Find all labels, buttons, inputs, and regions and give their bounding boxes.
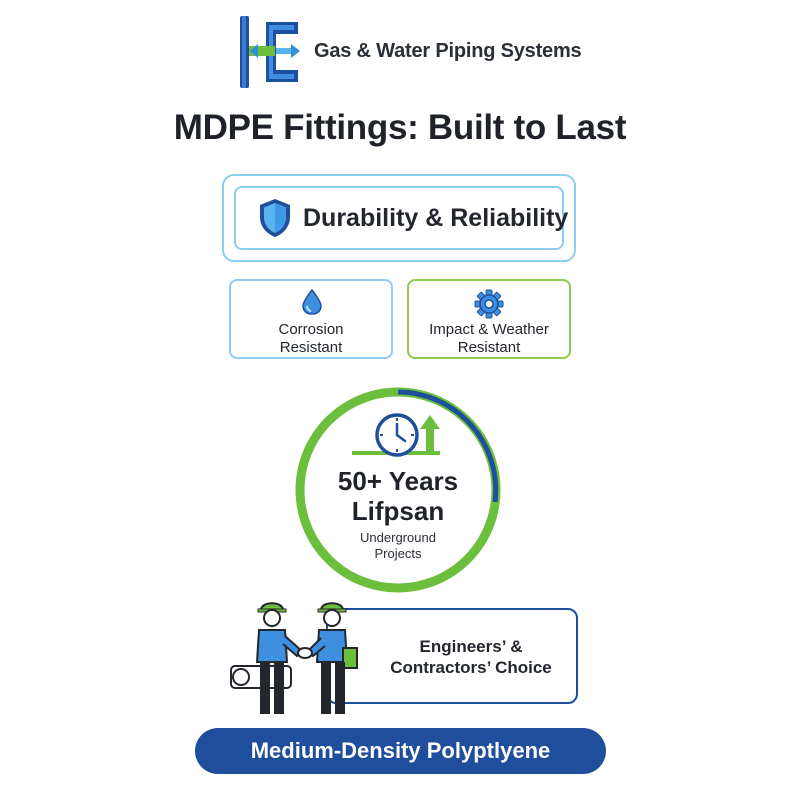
gear-icon: [474, 289, 504, 319]
handshake-icon: [230, 602, 358, 714]
engineers-label: Engineers’ & Contractors’ Choice: [390, 637, 552, 677]
material-banner: Medium-Density Polyptlyene: [195, 728, 606, 774]
lifespan-heading: 50+ Years Lifpsan: [337, 466, 459, 526]
feature-card-impact: Impact & Weather Resistant: [407, 279, 571, 359]
feature-label: Corrosion Resistant: [278, 321, 344, 356]
feature-card-corrosion: Corrosion Resistant: [229, 279, 393, 359]
feature-label: Impact & Weather Resistant: [429, 321, 549, 356]
lifespan-ring: [295, 387, 501, 593]
durability-banner: [222, 174, 576, 262]
durability-banner-inner: [234, 186, 564, 250]
page-title: MDPE Fittings: Built to Last: [173, 108, 627, 147]
water-drop-icon: [302, 289, 322, 315]
brand-name: Gas & Water Piping Systems: [314, 40, 582, 62]
clock-icon: [375, 413, 419, 457]
durability-label: Durability & Reliability: [303, 204, 569, 232]
logo-icon: [240, 16, 300, 88]
lifespan-subtitle: Underground Projects: [360, 530, 436, 561]
shield-icon: [260, 199, 290, 237]
